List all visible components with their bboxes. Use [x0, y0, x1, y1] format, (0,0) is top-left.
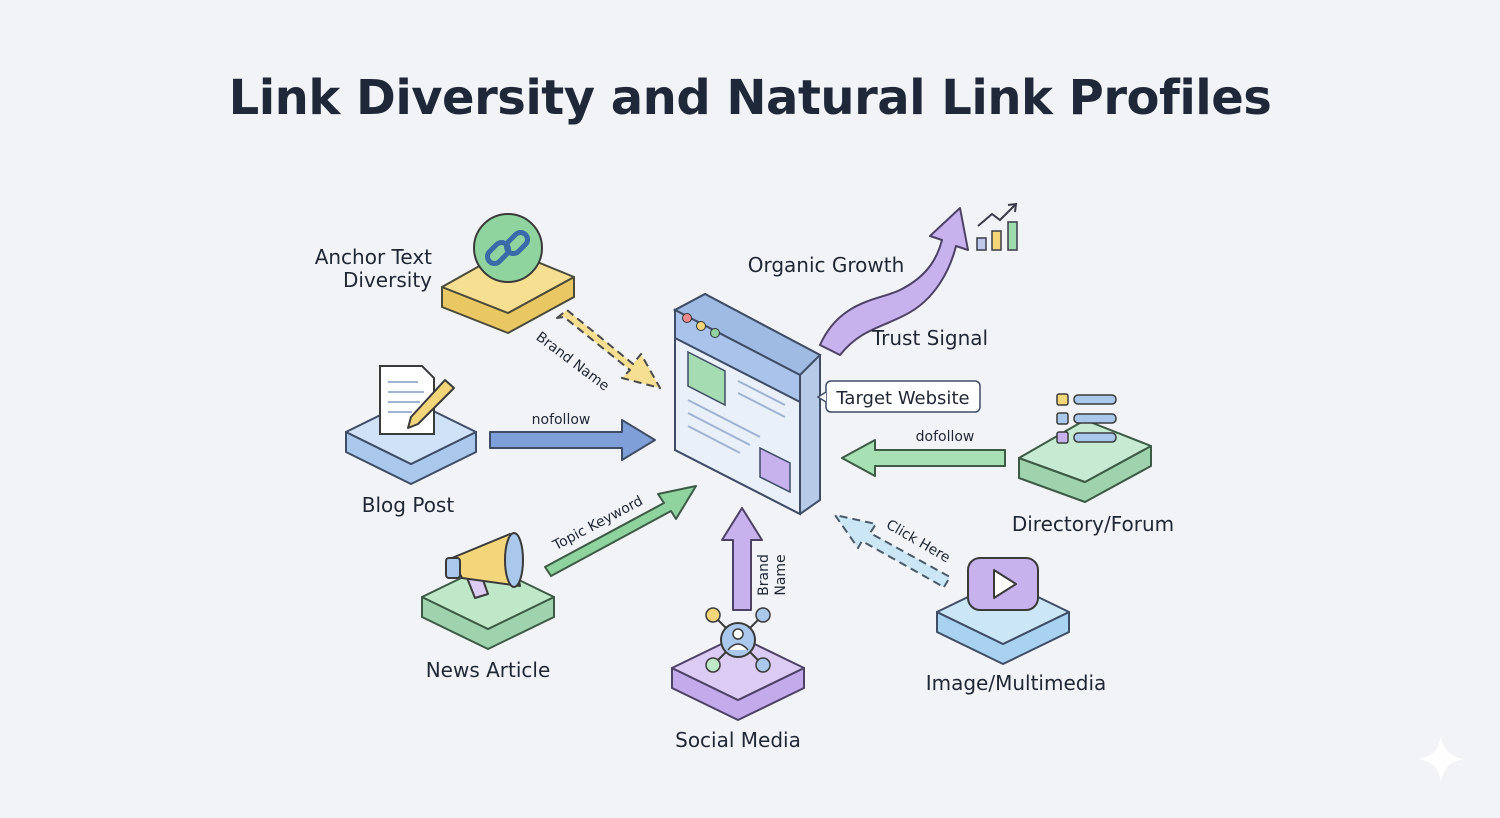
megaphone-icon [445, 532, 524, 599]
arrow-news-to-target [544, 485, 697, 577]
arrow-label-brand-bottom-1: Brand [756, 554, 772, 596]
trust-signal-label: Trust Signal [871, 326, 988, 350]
social-media-label: Social Media [675, 728, 801, 752]
directory-forum-label: Directory/Forum [1012, 512, 1174, 536]
anchor-text-label-line2: Diversity [343, 268, 432, 292]
anchor-text-node [441, 213, 575, 334]
network-icon [705, 607, 771, 673]
image-multimedia-label: Image/Multimedia [926, 671, 1107, 695]
news-article-node [421, 532, 555, 650]
play-video-icon [967, 557, 1039, 611]
directory-forum-node [1018, 393, 1152, 503]
bar-chart-trend-icon [976, 202, 1018, 251]
list-icon [1056, 393, 1117, 444]
sparkle-icon [1417, 735, 1465, 783]
chain-link-icon [473, 213, 543, 283]
arrow-anchor-to-target [556, 309, 661, 389]
organic-growth-arrow [819, 207, 969, 356]
arrow-label-dofollow: dofollow [916, 429, 975, 445]
target-website-node [672, 292, 822, 516]
page-title: Link Diversity and Natural Link Profiles [228, 70, 1272, 126]
image-multimedia-node [936, 557, 1070, 665]
arrow-label-nofollow: nofollow [532, 412, 591, 428]
anchor-text-label-line1: Anchor Text [315, 245, 432, 269]
arrow-blog-to-target [489, 419, 656, 461]
arrow-social-to-target [721, 507, 763, 611]
arrow-label-brand-bottom-2: Name [773, 554, 789, 595]
social-media-node [671, 607, 805, 721]
arrow-directory-to-target [841, 439, 1006, 477]
blog-post-node [345, 365, 477, 485]
target-website-label: Target Website [835, 388, 969, 409]
arrow-image-to-target [834, 514, 951, 588]
target-website-tag: Target Website [816, 380, 981, 413]
news-article-label: News Article [426, 658, 551, 682]
document-pencil-icon [379, 365, 455, 435]
organic-growth-label: Organic Growth [748, 253, 905, 277]
blog-post-label: Blog Post [362, 493, 455, 517]
